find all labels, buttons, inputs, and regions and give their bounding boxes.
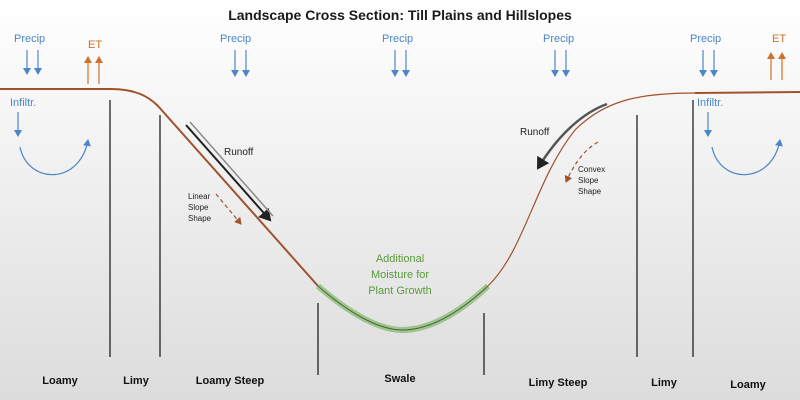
zone-label-swale: Swale xyxy=(384,373,415,385)
zone-label-limy: Limy xyxy=(651,377,678,389)
precip-label: Precip xyxy=(690,33,721,45)
svg-text:Shape: Shape xyxy=(188,214,212,223)
precip-label: Precip xyxy=(382,33,413,45)
runoff-label: Runoff xyxy=(520,127,550,138)
terrain-right-upland xyxy=(694,91,800,94)
et-label: ET xyxy=(772,33,786,45)
terrain-linear-slope xyxy=(157,105,319,287)
diagram-title: Landscape Cross Section: Till Plains and… xyxy=(228,7,572,23)
zone-label-loamy: Loamy xyxy=(42,375,78,387)
runoff-arrow-left-shadow xyxy=(189,121,274,217)
precip-arrow-group xyxy=(551,50,570,77)
et-label: ET xyxy=(88,39,102,51)
svg-text:Convex: Convex xyxy=(578,165,605,174)
precip-label: Precip xyxy=(14,33,45,45)
infiltration-label: Infiltr. xyxy=(10,97,36,109)
precip-label: Precip xyxy=(220,33,251,45)
soil-water-circulation-arrow xyxy=(19,139,91,176)
runoff-arrow-right xyxy=(536,102,608,170)
swale-moisture-label: Additional Moisture for Plant Growth xyxy=(368,253,432,297)
precip-label: Precip xyxy=(543,33,574,45)
zone-label-loamy-steep: Loamy Steep xyxy=(196,375,265,387)
terrain-swale-line xyxy=(317,285,489,331)
svg-text:Moisture for: Moisture for xyxy=(371,269,429,281)
runoff-arrow-left xyxy=(185,124,272,222)
runoff-label: Runoff xyxy=(224,147,254,158)
terrain-left-upland xyxy=(0,88,159,107)
et-arrow-group xyxy=(767,52,786,80)
precip-arrow-group xyxy=(231,50,250,77)
linear-slope-shape-label: Linear Slope Shape xyxy=(188,192,212,223)
zone-label-limy: Limy xyxy=(123,375,150,387)
svg-text:Additional: Additional xyxy=(376,253,424,265)
precip-arrow-group xyxy=(23,50,42,75)
soil-water-circulation-arrow xyxy=(711,139,783,176)
svg-text:Linear: Linear xyxy=(188,192,211,201)
convex-slope-arrow xyxy=(564,141,599,183)
svg-text:Slope: Slope xyxy=(188,203,209,212)
et-arrow-group xyxy=(84,56,103,84)
convex-slope-shape-label: Convex Slope Shape xyxy=(578,165,605,196)
zone-label-limy-steep: Limy Steep xyxy=(529,377,588,389)
terrain-convex-slope xyxy=(487,92,696,287)
linear-slope-arrow xyxy=(215,193,242,225)
precip-arrow-group xyxy=(391,50,410,77)
svg-text:Shape: Shape xyxy=(578,187,602,196)
svg-text:Slope: Slope xyxy=(578,176,599,185)
infiltration-label: Infiltr. xyxy=(697,97,723,109)
precip-arrow-group xyxy=(699,50,718,77)
svg-text:Plant Growth: Plant Growth xyxy=(368,285,432,297)
zone-label-loamy: Loamy xyxy=(730,379,766,391)
